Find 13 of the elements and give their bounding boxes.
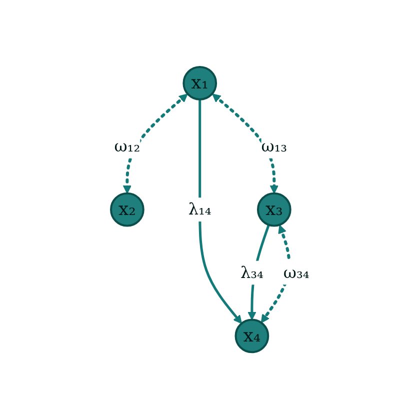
edge-label: ω₁₂: [114, 136, 140, 156]
arrow: [198, 100, 242, 324]
node-circle: x₃: [256, 192, 292, 228]
edge-label: ω₃₄: [283, 263, 310, 282]
arrow: [212, 94, 278, 194]
node-circle: x₄: [234, 319, 269, 354]
edge-label: ω₁₃: [261, 136, 287, 156]
node-circle: x₁: [182, 66, 217, 101]
edge-label: λ₁₄: [188, 200, 212, 219]
edge-label: λ₃₄: [240, 263, 264, 282]
node-circle: x₂: [110, 192, 144, 228]
arrow: [247, 224, 270, 321]
arrow: [122, 94, 188, 194]
